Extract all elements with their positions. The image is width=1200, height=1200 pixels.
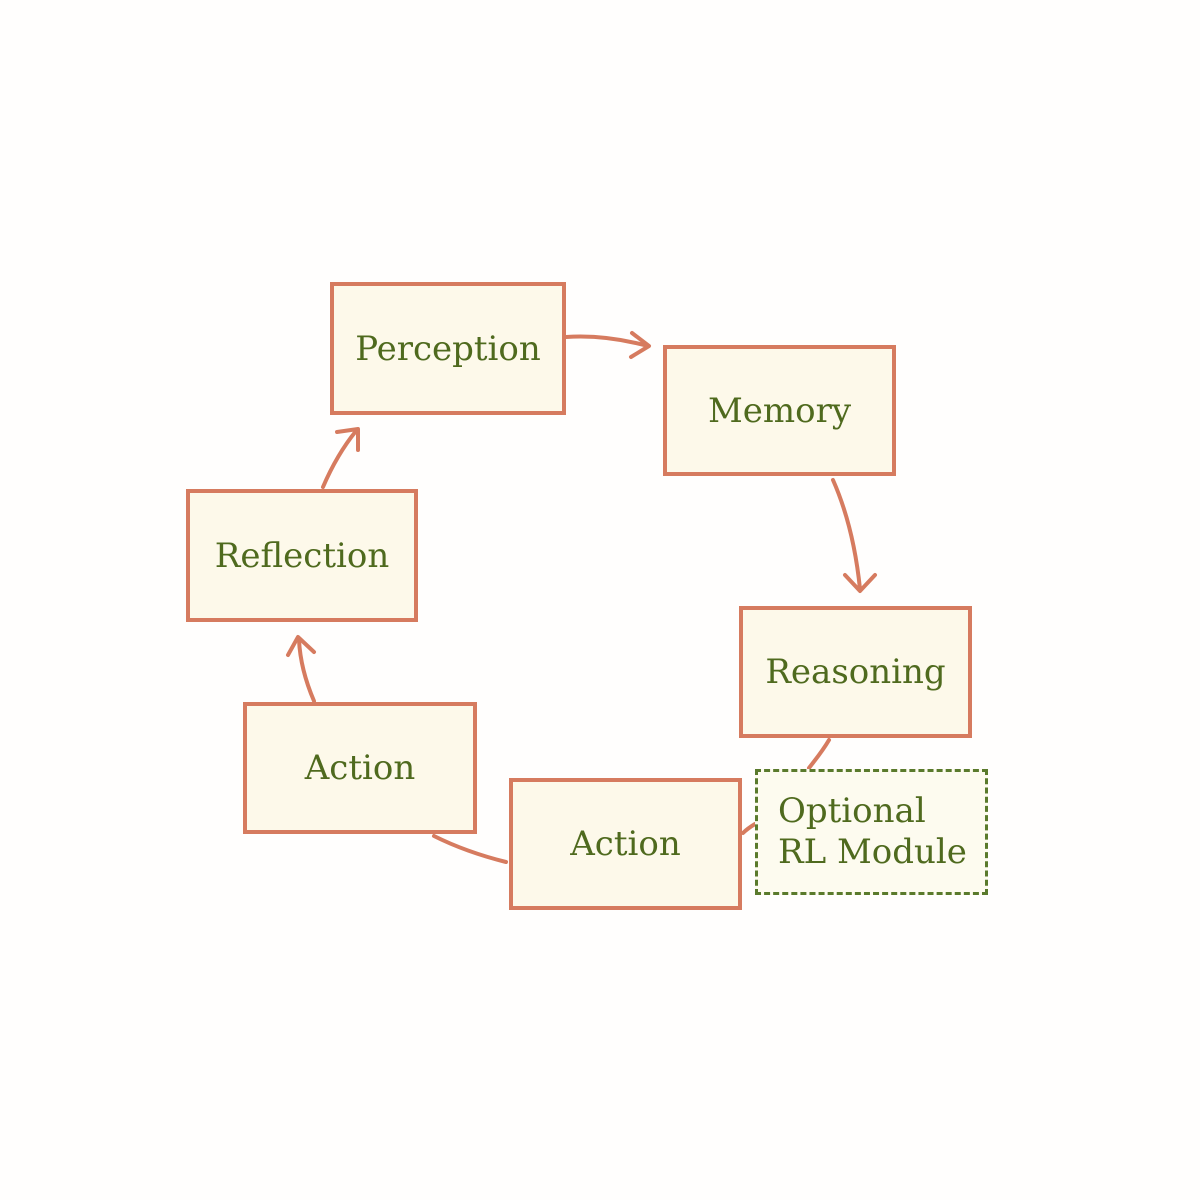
arrowhead-memory-icon [629, 331, 651, 359]
optional-label: Optional [778, 791, 926, 831]
arrowhead-reasoning-icon [843, 573, 877, 593]
connector-action-right-to-action-left [432, 834, 508, 864]
action-left-label: Action [304, 748, 416, 788]
memory-box: Memory [663, 345, 896, 476]
action-box-right: Action [509, 778, 742, 910]
reflection-box: Reflection [186, 489, 418, 622]
action-right-label: Action [570, 824, 681, 864]
reasoning-label: Reasoning [765, 652, 946, 692]
arrow-reflection-to-perception [321, 429, 358, 489]
rl-module-label: RL Module [778, 832, 967, 872]
arrow-perception-to-memory [564, 334, 650, 348]
arrow-memory-to-reasoning [831, 478, 862, 591]
memory-label: Memory [707, 390, 852, 431]
reflection-label: Reflection [214, 535, 390, 576]
action-box-left: Action [243, 702, 477, 834]
arrowhead-perception-icon [335, 427, 360, 452]
connector-reasoning-to-optional [807, 738, 831, 770]
connector-optional-to-action-right [741, 822, 757, 835]
optional-rl-module-box: Optional RL Module [755, 769, 988, 895]
perception-box: Perception [330, 282, 566, 415]
perception-label: Perception [355, 328, 541, 369]
optional-rl-module-text: Optional RL Module [778, 791, 967, 873]
reasoning-box: Reasoning [739, 606, 972, 738]
arrowhead-reflection-icon [286, 635, 316, 657]
arrow-action-to-reflection [297, 638, 316, 703]
